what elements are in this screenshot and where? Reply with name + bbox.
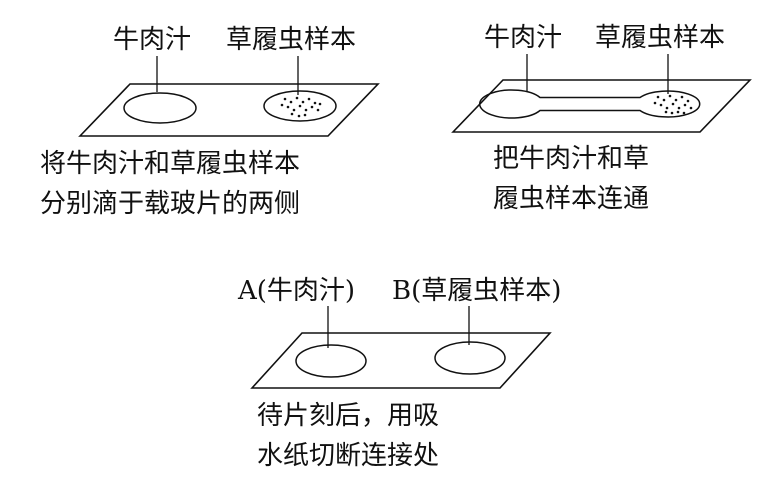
label-paramecium-2: 草履虫样本 bbox=[595, 23, 725, 53]
panel-1: 牛肉汁 草履虫样本 将牛肉汁和草履虫样本 分别滴于载玻片的两侧 bbox=[40, 25, 380, 219]
panel-3: A(牛肉汁) B(草履虫样本) 待片刻后，用吸 水纸切断连接处 bbox=[237, 276, 561, 471]
caption-3-line2: 水纸切断连接处 bbox=[257, 441, 439, 471]
label-B-paramecium: B(草履虫样本) bbox=[392, 276, 561, 306]
glass-slide-2 bbox=[451, 79, 752, 133]
label-paramecium-1: 草履虫样本 bbox=[226, 25, 356, 55]
caption-2-line2: 履虫样本连通 bbox=[493, 184, 649, 214]
caption-1-line1: 将牛肉汁和草履虫样本 bbox=[40, 149, 300, 179]
caption-1-line2: 分别滴于载玻片的两侧 bbox=[40, 189, 300, 219]
paramecium-drop-1 bbox=[263, 90, 337, 122]
panel-2: 牛肉汁 草履虫样本 把牛肉汁和草 履虫样本连通 bbox=[451, 23, 752, 214]
label-beef-broth-1: 牛肉汁 bbox=[113, 25, 191, 55]
beef-broth-drop-1 bbox=[123, 92, 197, 124]
caption-2-line1: 把牛肉汁和草 bbox=[493, 144, 649, 174]
drop-B bbox=[434, 341, 506, 375]
caption-3-line1: 待片刻后，用吸 bbox=[257, 401, 439, 431]
paramecium-dots-2 bbox=[653, 94, 693, 115]
connected-drops-2 bbox=[478, 89, 701, 119]
glass-slide-1 bbox=[78, 83, 380, 137]
label-A-beef-broth: A(牛肉汁) bbox=[237, 276, 355, 306]
label-beef-broth-2: 牛肉汁 bbox=[484, 23, 562, 53]
glass-slide-3 bbox=[250, 332, 552, 389]
paramecium-dots-1 bbox=[280, 96, 322, 118]
drop-A bbox=[295, 344, 367, 378]
